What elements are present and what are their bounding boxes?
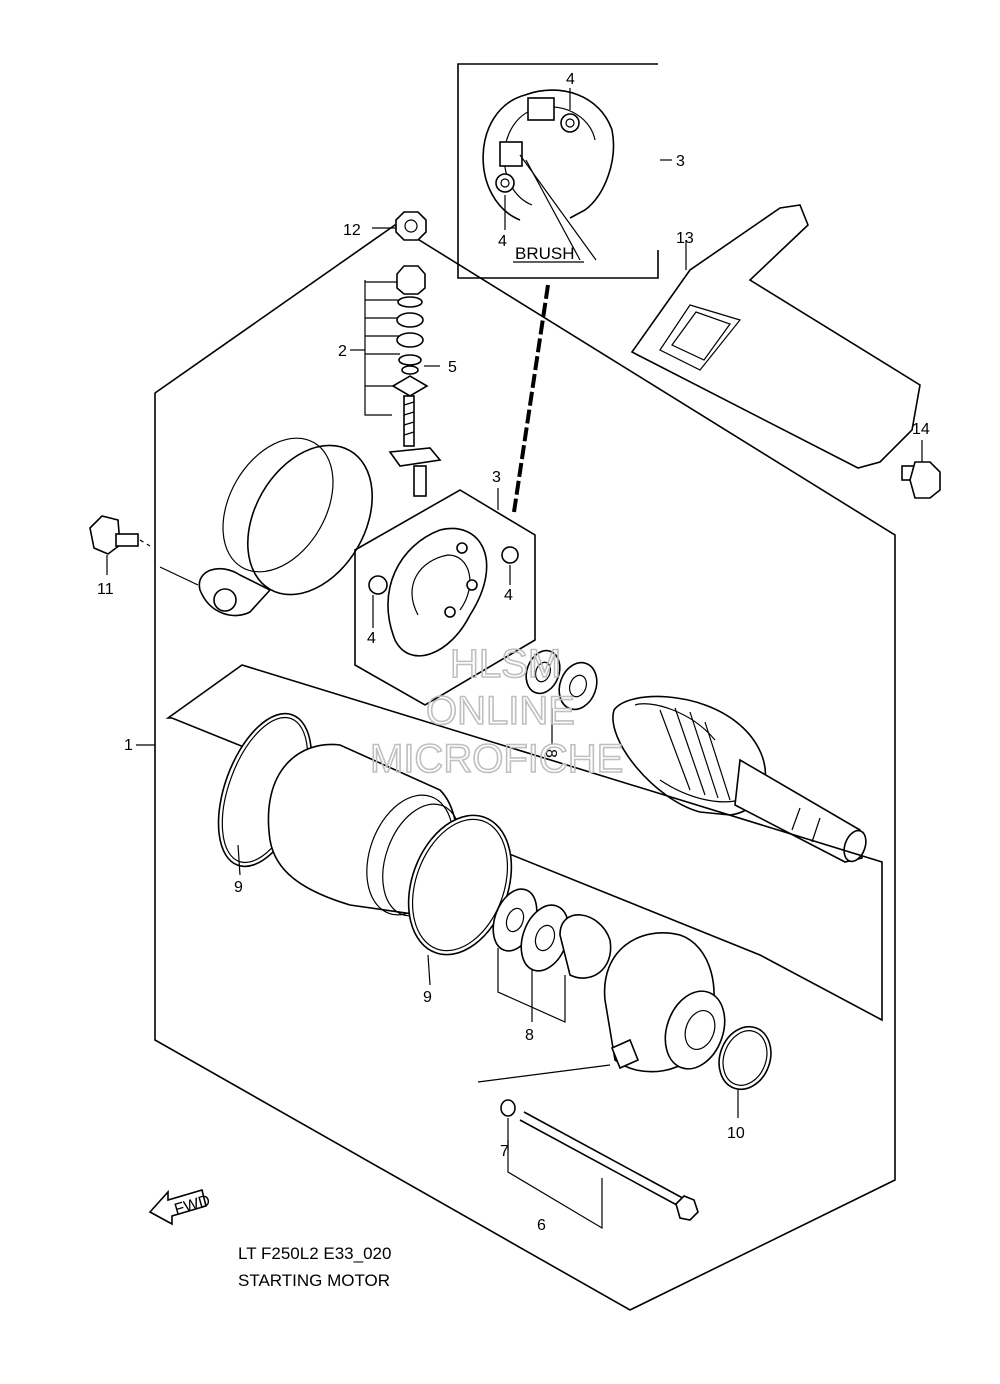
callout-7: 7: [500, 1143, 509, 1160]
bolt-11: [89, 515, 151, 575]
washer-set-8-upper: [525, 649, 598, 745]
brush-plate-group: [354, 488, 536, 706]
terminal-kit-2: [350, 265, 442, 497]
o-ring-10: [718, 1025, 772, 1118]
brush-label: BRUSH: [515, 244, 575, 263]
inset-pointer: [512, 284, 550, 513]
callout-4-inset-top: 4: [566, 71, 575, 88]
callout-5: 5: [448, 359, 457, 376]
callout-8-lower: 8: [525, 1027, 534, 1044]
callout-14: 14: [912, 421, 930, 438]
callout-8-upper: 8: [542, 749, 559, 758]
brush-inset: [457, 63, 672, 279]
callout-9-left: 9: [234, 879, 243, 896]
yoke-group: [165, 664, 883, 1022]
callout-9-right: 9: [423, 989, 432, 1006]
callout-12: 12: [343, 222, 361, 239]
callout-11: 11: [97, 581, 114, 598]
bolt-14: [901, 440, 941, 499]
front-housing: [477, 932, 726, 1083]
callout-3: 3: [492, 469, 501, 486]
rear-housing: [159, 437, 373, 617]
cover-13: [630, 204, 921, 469]
watermark-line2: ONLINE: [426, 689, 575, 733]
callout-4-left: 4: [367, 630, 376, 647]
armature: [612, 695, 867, 863]
callout-10: 10: [727, 1125, 745, 1142]
callout-3-inset: 3: [676, 153, 685, 170]
callout-4-inset-bottom: 4: [498, 233, 507, 250]
callout-2: 2: [338, 343, 347, 360]
diagram-code: LT F250L2 E33_020: [238, 1244, 391, 1263]
callout-13: 13: [676, 230, 694, 247]
diagram-title: STARTING MOTOR: [238, 1271, 390, 1290]
screw-set-6: [500, 1099, 699, 1230]
washer-set-8-lower: [492, 888, 612, 1023]
nut-12: [372, 211, 427, 241]
watermark-line1: HLSM: [450, 642, 561, 686]
watermark-line3: MICROFICHE: [370, 737, 623, 781]
callout-1: 1: [124, 737, 133, 754]
assembly-frame: [154, 224, 896, 1311]
callout-6: 6: [537, 1217, 546, 1234]
callout-4-right: 4: [504, 587, 513, 604]
fwd-arrow-icon: FWD: [148, 1188, 212, 1226]
